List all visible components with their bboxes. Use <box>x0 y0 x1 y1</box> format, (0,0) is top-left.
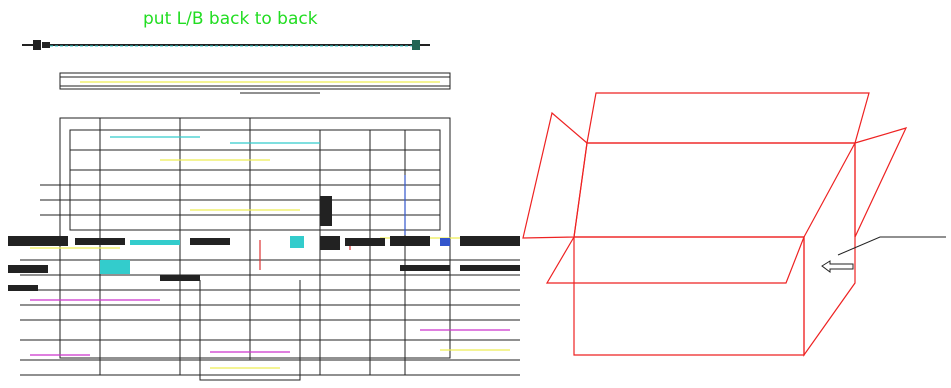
colored-wire-accents <box>30 136 510 369</box>
diagram-title: put L/B back to back <box>143 9 318 29</box>
dense-connector-band <box>8 196 520 291</box>
circuit-schematic <box>20 117 520 381</box>
light-bar-strip <box>59 72 451 94</box>
hollow-arrow-icon <box>821 260 854 273</box>
open-box-drawing <box>522 92 908 357</box>
top-wire-harness <box>22 40 430 50</box>
leader-arrow <box>821 236 946 273</box>
